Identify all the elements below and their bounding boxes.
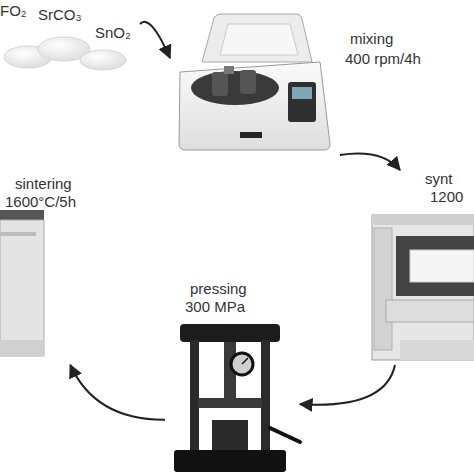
mixing-step: mixing 400 rpm/4h [170, 10, 460, 155]
flow-arrow [70, 365, 165, 420]
step-parameter: 300 MPa [185, 298, 245, 316]
sintering-furnace [0, 210, 44, 356]
sintering-step: sintering1600°C/5h [0, 175, 95, 365]
synthesis-furnace [372, 215, 474, 360]
step-parameter: 1600°C/5h [5, 193, 76, 211]
powder-piles [4, 37, 126, 70]
step-label: pressing [190, 280, 247, 298]
step-label: synt [425, 170, 453, 188]
step-parameter: 400 rpm/4h [345, 50, 421, 68]
step-label: sintering [15, 175, 72, 193]
step-label: FO₂ [0, 2, 27, 20]
step-label: mixing [350, 30, 393, 48]
hydraulic-press [174, 324, 300, 472]
ball-mill [179, 14, 330, 150]
flow-arrow [140, 22, 170, 58]
step-parameter: SnO₂ [95, 24, 131, 42]
step-parameter: SrCO₃ [38, 6, 82, 24]
flow-arrow [340, 153, 400, 170]
pressing-step: pressing300 MPa [165, 280, 300, 474]
synthesis-step: synt1200 [365, 170, 474, 365]
powder-group: FO₂ SrCO₃ SnO₂ [0, 0, 140, 80]
flow-arrow [300, 365, 395, 405]
step-parameter: 1200 [430, 188, 463, 206]
